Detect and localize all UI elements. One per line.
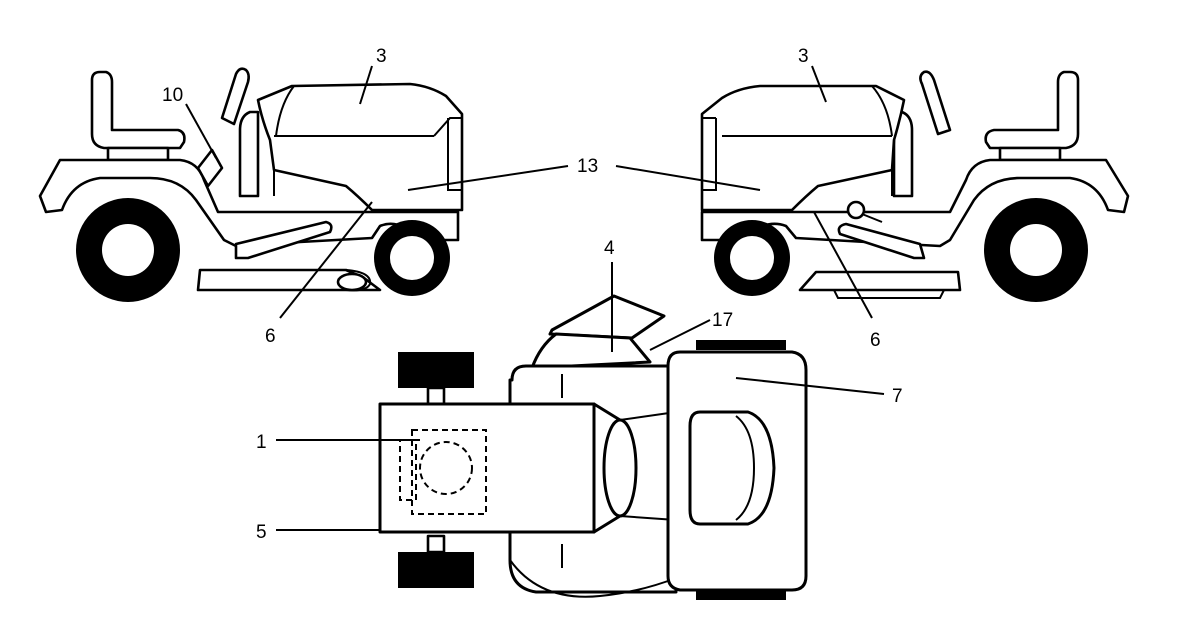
hood-left	[256, 82, 464, 212]
hood-right	[700, 84, 906, 212]
callout-4: 4	[604, 238, 615, 259]
front-wheel-right	[714, 220, 790, 296]
leader-7	[735, 377, 885, 395]
callout-1: 1	[256, 432, 267, 453]
seat-label-area-top	[399, 439, 417, 501]
headlight-top	[688, 410, 776, 526]
callout-7: 7	[892, 386, 903, 407]
tractor-right-side-view	[700, 65, 1130, 319]
callout-6-left: 6	[265, 326, 276, 347]
callout-5: 5	[256, 522, 267, 543]
rear-wheel-top-lower	[398, 534, 474, 588]
mower-deck-left	[196, 268, 382, 292]
steering-wheel-left	[220, 67, 250, 126]
callout-3-left: 3	[376, 46, 387, 67]
tractor-left-side-view	[38, 65, 464, 319]
leader-13-left	[407, 165, 569, 191]
callout-17: 17	[712, 310, 733, 331]
callout-6-right: 6	[870, 330, 881, 351]
steering-column-left	[238, 110, 260, 198]
rear-wheel-left	[76, 198, 180, 302]
footrest-right	[837, 222, 926, 260]
rear-wheel-right	[984, 198, 1088, 302]
front-wheel-left	[374, 220, 450, 296]
callout-13: 13	[577, 156, 598, 177]
steering-column-top	[602, 418, 638, 518]
leader-17	[649, 319, 711, 351]
fender-decal-tab-left	[196, 148, 224, 188]
discharge-chute-top	[548, 294, 666, 340]
mower-deck-right	[798, 270, 962, 292]
steering-wheel-right	[919, 70, 952, 136]
leader-13-right	[615, 165, 761, 191]
seat-right	[984, 70, 1080, 162]
rear-fender-right	[700, 158, 1130, 248]
tractor-top-view	[276, 262, 885, 600]
callout-10: 10	[162, 85, 183, 106]
callout-3-right: 3	[798, 46, 809, 67]
rear-wheel-top-upper	[398, 352, 474, 406]
footrest-left	[234, 220, 333, 260]
lever-knob-right	[846, 200, 866, 220]
